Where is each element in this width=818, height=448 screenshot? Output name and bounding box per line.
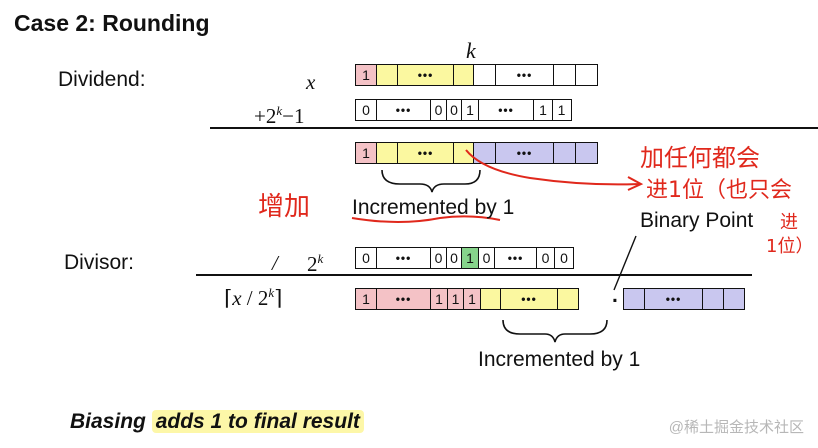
bit-cell-dots: ••• [500, 288, 558, 310]
binary-point-dot: . [612, 284, 618, 307]
bit-cell-dots: ••• [397, 142, 454, 164]
bit-cell [722, 288, 745, 310]
bit-cell [556, 288, 579, 310]
bit-cell-dots: ••• [494, 142, 555, 164]
quotient-register: 1 ••• 1 1 1 ••• [355, 288, 579, 310]
dividend-register: 1 ••• ••• [355, 64, 598, 86]
brace-lower [502, 319, 608, 343]
bit-cell: 0 [535, 247, 556, 269]
ceil-expression: ⌈x / 2k⌉ [224, 285, 283, 310]
quotient-rule [196, 274, 752, 276]
divisor-power: 2k [307, 251, 324, 276]
bit-cell-dots: ••• [477, 99, 535, 121]
bit-cell [479, 288, 502, 310]
binary-point-label: Binary Point [640, 209, 754, 232]
bit-cell: 1 [430, 288, 448, 310]
dividend-x: x [306, 70, 316, 94]
annotation-zengjia: 增加 [258, 192, 311, 222]
divisor-label: Divisor: [64, 251, 135, 274]
fraction-register: ••• [623, 288, 745, 310]
bit-cell: 1 [446, 288, 465, 310]
divide-slash: / [272, 251, 278, 275]
red-arrow-head [627, 176, 644, 191]
bit-cell: 0 [355, 247, 377, 269]
bit-cell [574, 64, 598, 86]
bit-cell: 1 [355, 64, 377, 86]
bit-cell-dots: ••• [375, 99, 432, 121]
sum-register: 1 ••• ••• [355, 142, 598, 164]
bit-cell: 1 [551, 99, 572, 121]
sum-rule [210, 127, 818, 129]
annotation-line4: 1位） [766, 236, 814, 257]
bias-register: 0 ••• 0 0 1 ••• 1 1 [355, 99, 572, 121]
k-label: k [466, 38, 476, 63]
bit-cell: 0 [445, 247, 463, 269]
bit-cell: 0 [554, 247, 574, 269]
watermark: @稀土掘金技术社区 [668, 419, 804, 436]
bit-cell-dots: ••• [375, 247, 432, 269]
bit-cell: 0 [430, 247, 447, 269]
footer-highlight: adds 1 to final result [151, 410, 364, 433]
bit-cell-highlight: 1 [461, 247, 479, 269]
annotation-line2: 进1位（也只会 [646, 178, 792, 203]
divisor-register: 0 ••• 0 0 1 0 ••• 0 0 [355, 247, 574, 269]
slide-title: Case 2: Rounding [14, 10, 210, 36]
dividend-label: Dividend: [58, 68, 146, 91]
incremented-label-lower: Incremented by 1 [478, 348, 641, 371]
incremented-label-upper: Incremented by 1 [352, 196, 515, 219]
bit-cell [702, 288, 724, 310]
bit-cell-dots: ••• [643, 288, 704, 310]
bit-cell-dots: ••• [375, 288, 432, 310]
bit-cell [623, 288, 645, 310]
brace-upper [381, 169, 481, 193]
annotation-line3: 进 [780, 212, 798, 233]
red-underline [351, 215, 501, 223]
red-arrow [465, 149, 641, 186]
footer-note: Biasing adds 1 to final result [70, 410, 364, 434]
binary-point-pointer [613, 235, 637, 291]
bit-cell-dots: ••• [494, 247, 537, 269]
bit-cell: 1 [355, 288, 377, 310]
bit-cell: 1 [463, 288, 481, 310]
bit-cell [574, 142, 598, 164]
bit-cell: 0 [477, 247, 496, 269]
annotation-line1: 加任何都会 [640, 144, 760, 172]
bias-expression: +2k−1 [254, 103, 305, 128]
